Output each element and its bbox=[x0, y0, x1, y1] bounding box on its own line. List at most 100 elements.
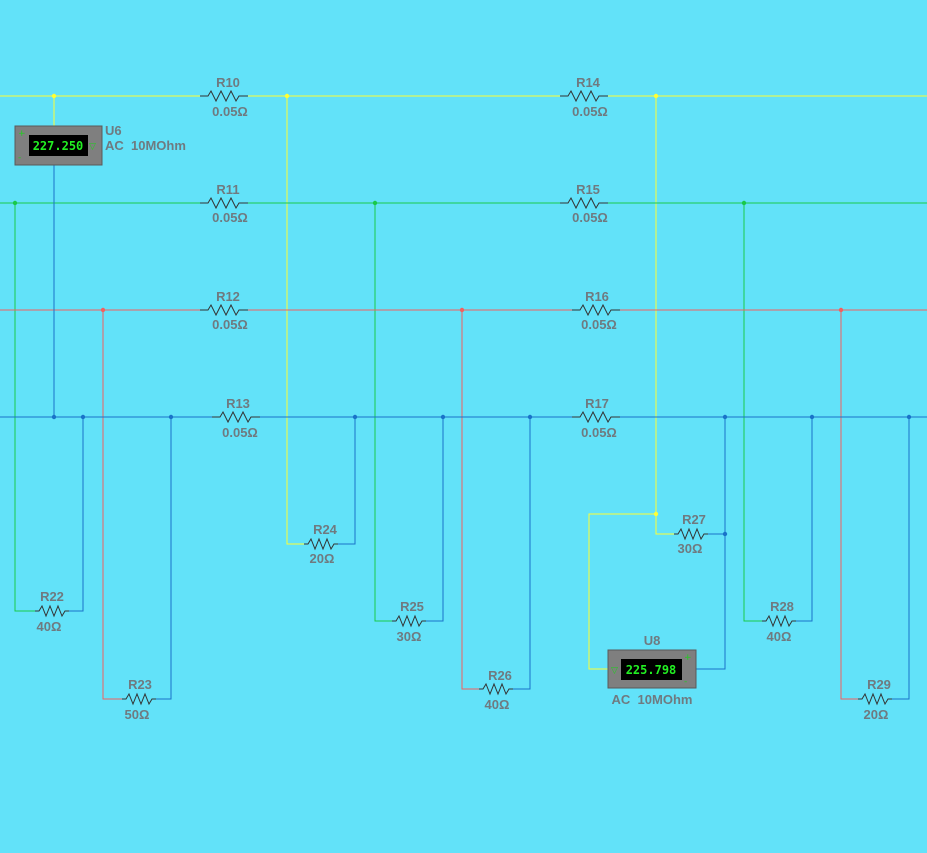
resistor-r10-name: R10 bbox=[216, 75, 240, 90]
resistor-r26-name: R26 bbox=[488, 668, 512, 683]
resistor-r10-value: 0.05Ω bbox=[212, 104, 248, 119]
resistor-r29-value: 20Ω bbox=[864, 707, 889, 722]
resistor-r26-value: 40Ω bbox=[485, 697, 510, 712]
resistor-r22-value: 40Ω bbox=[37, 619, 62, 634]
resistor-r13[interactable]: R13 0.05Ω bbox=[212, 396, 260, 440]
wire-segment bbox=[426, 417, 444, 622]
resistor-r12-value: 0.05Ω bbox=[212, 317, 248, 332]
wire-segment bbox=[655, 96, 674, 535]
wire-segment bbox=[374, 203, 392, 622]
resistor-r24-value: 20Ω bbox=[310, 551, 335, 566]
wire-segment bbox=[14, 203, 35, 612]
resistor-r14-value: 0.05Ω bbox=[572, 104, 608, 119]
wire-segment bbox=[338, 417, 356, 545]
resistor-r27-value: 30Ω bbox=[678, 541, 703, 556]
junction-dot bbox=[100, 307, 106, 313]
resistor-r26[interactable]: R26 40Ω bbox=[479, 668, 513, 712]
resistor-r25[interactable]: R25 30Ω bbox=[392, 599, 426, 644]
junction-dot bbox=[51, 93, 57, 99]
meter-u8-mode: AC 10MOhm bbox=[612, 692, 693, 707]
junction-dot bbox=[12, 200, 18, 206]
wire-segment bbox=[708, 417, 726, 535]
meter-u8-screen bbox=[621, 659, 682, 680]
wire-segment bbox=[513, 417, 531, 690]
resistor-r24[interactable]: R24 20Ω bbox=[304, 522, 338, 566]
resistor-r23-value: 50Ω bbox=[125, 707, 150, 722]
meter-u8-reading: 225.798 bbox=[626, 663, 677, 677]
junction-dot bbox=[459, 307, 465, 313]
resistor-r16-value: 0.05Ω bbox=[581, 317, 617, 332]
wire-segment bbox=[840, 310, 858, 700]
junction-dot bbox=[838, 307, 844, 313]
junction-dot bbox=[741, 200, 747, 206]
junction-dot bbox=[722, 531, 728, 537]
resistor-r23[interactable]: R23 50Ω bbox=[122, 677, 156, 722]
resistor-r16-name: R16 bbox=[585, 289, 609, 304]
voltmeter-u8[interactable]: 225.798 + - ▽ U8 AC 10MOhm bbox=[607, 633, 697, 707]
junction-dot bbox=[653, 511, 659, 517]
resistor-r22[interactable]: R22 40Ω bbox=[35, 589, 69, 634]
resistor-r12[interactable]: R12 0.05Ω bbox=[200, 289, 248, 332]
meter-u6-plus-terminal: + bbox=[18, 129, 26, 139]
meter-u8-name: U8 bbox=[644, 633, 661, 648]
resistor-r15-value: 0.05Ω bbox=[572, 210, 608, 225]
resistor-r22-name: R22 bbox=[40, 589, 64, 604]
meter-u8-minus-terminal: - bbox=[684, 677, 687, 687]
junction-dot bbox=[653, 93, 659, 99]
resistor-r24-name: R24 bbox=[313, 522, 338, 537]
wire-segment bbox=[156, 417, 172, 700]
resistor-r12-name: R12 bbox=[216, 289, 240, 304]
junction-dot bbox=[51, 414, 57, 420]
junctions bbox=[12, 93, 912, 537]
junction-dot bbox=[722, 414, 728, 420]
resistor-r14-name: R14 bbox=[576, 75, 601, 90]
wire-segment bbox=[892, 417, 910, 700]
resistor-r15[interactable]: R15 0.05Ω bbox=[560, 182, 608, 225]
meter-u6-reading: 227.250 bbox=[33, 139, 84, 153]
resistor-r28-value: 40Ω bbox=[767, 629, 792, 644]
resistor-r25-name: R25 bbox=[400, 599, 424, 614]
wire-segment bbox=[588, 513, 656, 670]
resistor-r28-name: R28 bbox=[770, 599, 794, 614]
resistor-r14[interactable]: R14 0.05Ω bbox=[560, 75, 608, 119]
wire-segment bbox=[69, 417, 84, 612]
meter-u6-screen bbox=[29, 135, 88, 156]
wire-segment bbox=[102, 310, 122, 700]
junction-dot bbox=[168, 414, 174, 420]
resistor-r10[interactable]: R10 0.05Ω bbox=[200, 75, 248, 119]
junction-dot bbox=[527, 414, 533, 420]
meter-u6-mode-indicator: ▽ bbox=[89, 142, 96, 152]
junction-dot bbox=[80, 414, 86, 420]
wires bbox=[0, 95, 927, 700]
junction-dot bbox=[440, 414, 446, 420]
junction-dot bbox=[809, 414, 815, 420]
resistor-r16[interactable]: R16 0.05Ω bbox=[572, 289, 620, 332]
resistor-r17-name: R17 bbox=[585, 396, 609, 411]
resistor-r17[interactable]: R17 0.05Ω bbox=[572, 396, 620, 440]
resistor-r11-name: R11 bbox=[216, 182, 239, 197]
resistor-r29[interactable]: R29 20Ω bbox=[858, 677, 892, 722]
junction-dot bbox=[372, 200, 378, 206]
resistor-r15-name: R15 bbox=[576, 182, 600, 197]
wire-segment bbox=[286, 96, 304, 545]
resistor-r27[interactable]: R27 30Ω bbox=[674, 512, 708, 556]
wire-segment bbox=[696, 534, 726, 670]
meter-u6-name: U6 bbox=[105, 123, 122, 138]
meter-u8-mode-indicator: ▽ bbox=[611, 666, 618, 676]
meter-u6-minus-terminal: - bbox=[18, 153, 21, 163]
resistor-r23-name: R23 bbox=[128, 677, 152, 692]
resistor-r13-value: 0.05Ω bbox=[222, 425, 258, 440]
junction-dot bbox=[906, 414, 912, 420]
meter-u8-plus-terminal: + bbox=[684, 653, 692, 663]
resistor-r11[interactable]: R11 0.05Ω bbox=[200, 182, 248, 225]
resistor-r29-name: R29 bbox=[867, 677, 891, 692]
voltmeter-u6[interactable]: 227.250 + - ▽ U6 AC 10MOhm bbox=[14, 123, 186, 166]
junction-dot bbox=[284, 93, 290, 99]
wire-segment bbox=[461, 310, 479, 690]
wire-segment bbox=[743, 203, 762, 622]
resistor-r17-value: 0.05Ω bbox=[581, 425, 617, 440]
resistor-r28[interactable]: R28 40Ω bbox=[762, 599, 796, 644]
junction-dot bbox=[352, 414, 358, 420]
resistor-r13-name: R13 bbox=[226, 396, 250, 411]
